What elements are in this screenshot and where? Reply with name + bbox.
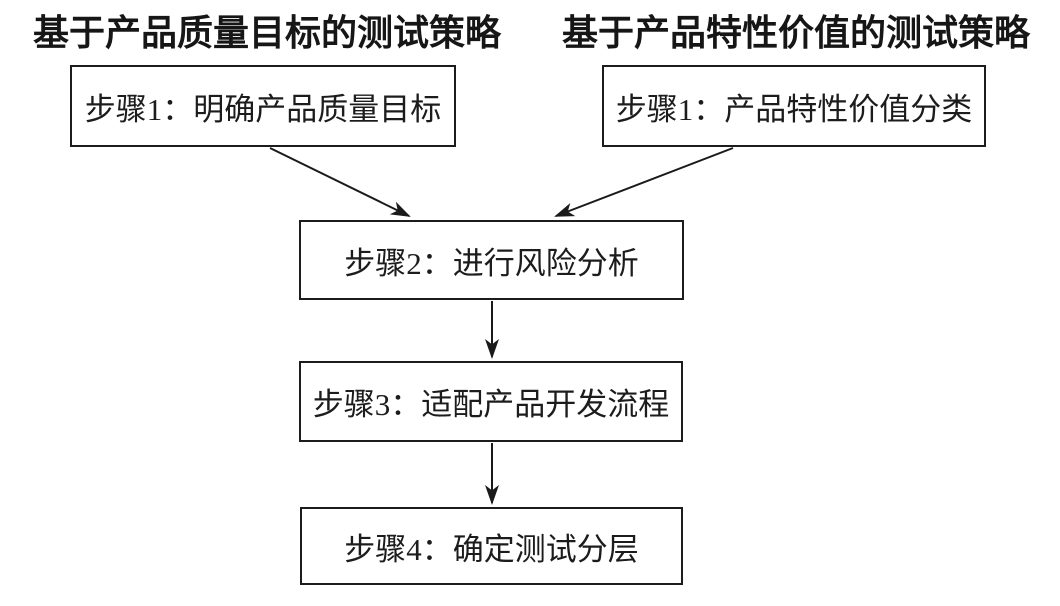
- box-step4-label: 步骤4：确定测试分层: [344, 531, 639, 567]
- box-step4: 步骤4：确定测试分层: [300, 507, 683, 585]
- left-flow-title: 基于产品质量目标的测试策略: [32, 12, 501, 53]
- box-step2: 步骤2：进行风险分析: [299, 220, 684, 300]
- box-step3: 步骤3：适配产品开发流程: [299, 361, 683, 442]
- box-right-step1-label: 步骤1：产品特性价值分类: [615, 91, 973, 127]
- box-left-step1-label: 步骤1：明确产品质量目标: [84, 91, 442, 127]
- box-left-step1: 步骤1：明确产品质量目标: [70, 65, 456, 147]
- box-right-step1: 步骤1：产品特性价值分类: [602, 65, 986, 147]
- arrow-right-step1-to-step2: [554, 147, 734, 217]
- box-step2-label: 步骤2：进行风险分析: [344, 245, 639, 281]
- box-step3-label: 步骤3：适配产品开发流程: [312, 387, 670, 422]
- arrow-left-step1-to-step2: [269, 147, 411, 217]
- right-flow-title: 基于产品特性价值的测试策略: [561, 12, 1030, 53]
